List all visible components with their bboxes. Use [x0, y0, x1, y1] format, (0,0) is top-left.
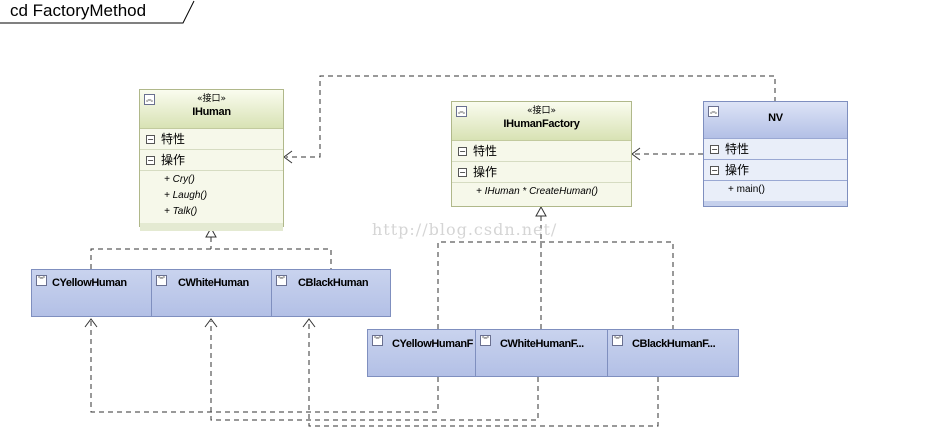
section-label: 特性: [725, 142, 750, 156]
operations-list: + Cry() + Laugh() + Talk(): [140, 171, 283, 223]
stereotype-label: «接口»: [526, 106, 556, 116]
section-label: 操作: [473, 165, 498, 179]
dependency-whitefactory-whitehuman: [210, 321, 539, 421]
operations-list: + main(): [704, 181, 847, 201]
class-header: ︽ «接口» IHumanFactory: [452, 102, 631, 141]
class-cwhitehuman[interactable]: ︾ CWhiteHuman: [151, 269, 272, 317]
minus-box-icon[interactable]: −: [458, 168, 467, 177]
double-chevron-down-icon[interactable]: ︾: [276, 275, 287, 286]
dependency-blackfactory-blackhuman: [308, 321, 659, 427]
double-chevron-down-icon[interactable]: ︾: [480, 335, 491, 346]
class-name: CYellowHumanF: [392, 338, 473, 350]
minus-box-icon[interactable]: −: [458, 147, 467, 156]
class-ihuman[interactable]: ︽ «接口» IHuman −特性 −操作 + Cry() + Laugh() …: [139, 89, 284, 231]
attributes-section[interactable]: −特性: [704, 139, 847, 160]
class-cwhitehumanfactory[interactable]: ︾ CWhiteHumanF...: [475, 329, 608, 377]
double-chevron-down-icon[interactable]: ︾: [372, 335, 383, 346]
section-label: 操作: [725, 163, 750, 177]
double-chevron-down-icon[interactable]: ︾: [156, 275, 167, 286]
section-label: 特性: [161, 132, 186, 146]
attributes-section[interactable]: −特性: [452, 141, 631, 162]
class-footer: [140, 223, 283, 231]
frame-tab: [0, 0, 195, 24]
dependency-yellowfactory-yellowhuman: [90, 321, 439, 413]
operations-section[interactable]: −操作: [140, 150, 283, 171]
class-name: IHumanFactory: [503, 118, 580, 130]
class-nv[interactable]: ︽ NV −特性 −操作 + main(): [703, 101, 848, 207]
minus-box-icon[interactable]: −: [146, 135, 155, 144]
minus-box-icon[interactable]: −: [710, 166, 719, 175]
operations-section[interactable]: −操作: [704, 160, 847, 181]
class-cblackhuman[interactable]: ︾ CBlackHuman: [271, 269, 391, 317]
class-ihumanfactory[interactable]: ︽ «接口» IHumanFactory −特性 −操作 + IHuman * …: [451, 101, 632, 207]
class-name: CWhiteHuman: [178, 277, 249, 289]
realization-ihumanfactory: [437, 216, 674, 329]
operation-item[interactable]: + IHuman * CreateHuman(): [476, 186, 598, 197]
class-name: CWhiteHumanF...: [500, 338, 584, 350]
class-name: CBlackHuman: [298, 277, 369, 289]
section-label: 特性: [473, 144, 498, 158]
diagram-title: cd FactoryMethod: [10, 1, 147, 20]
double-chevron-up-icon[interactable]: ︽: [144, 94, 155, 105]
realization-ihuman: [90, 237, 332, 269]
operation-item[interactable]: + Talk(): [164, 206, 198, 217]
double-chevron-down-icon[interactable]: ︾: [612, 335, 623, 346]
class-header: ︽ «接口» IHuman: [140, 90, 283, 129]
operation-item[interactable]: + Laugh(): [164, 190, 208, 201]
class-name: NV: [768, 112, 783, 124]
class-header: ︽ NV: [704, 102, 847, 139]
minus-box-icon[interactable]: −: [710, 145, 719, 154]
watermark-text: http://blog.csdn.net/: [372, 220, 558, 239]
class-name: IHuman: [192, 106, 231, 118]
double-chevron-up-icon[interactable]: ︽: [456, 106, 467, 117]
attributes-section[interactable]: −特性: [140, 129, 283, 150]
class-cyellowhuman[interactable]: ︾ CYellowHuman: [31, 269, 152, 317]
section-label: 操作: [161, 153, 186, 167]
double-chevron-down-icon[interactable]: ︾: [36, 275, 47, 286]
operation-item[interactable]: + Cry(): [164, 174, 195, 185]
class-name: CBlackHumanF...: [632, 338, 716, 350]
operations-list: + IHuman * CreateHuman(): [452, 183, 631, 203]
double-chevron-up-icon[interactable]: ︽: [708, 106, 719, 117]
operations-section[interactable]: −操作: [452, 162, 631, 183]
operation-item[interactable]: + main(): [728, 184, 765, 195]
class-cblackhumanfactory[interactable]: ︾ CBlackHumanF...: [607, 329, 739, 377]
dependency-nv-ihuman: [286, 75, 776, 158]
minus-box-icon[interactable]: −: [146, 156, 155, 165]
class-name: CYellowHuman: [52, 277, 127, 289]
stereotype-label: «接口»: [196, 94, 226, 104]
class-cyellowhumanfactory[interactable]: ︾ CYellowHumanF: [367, 329, 476, 377]
